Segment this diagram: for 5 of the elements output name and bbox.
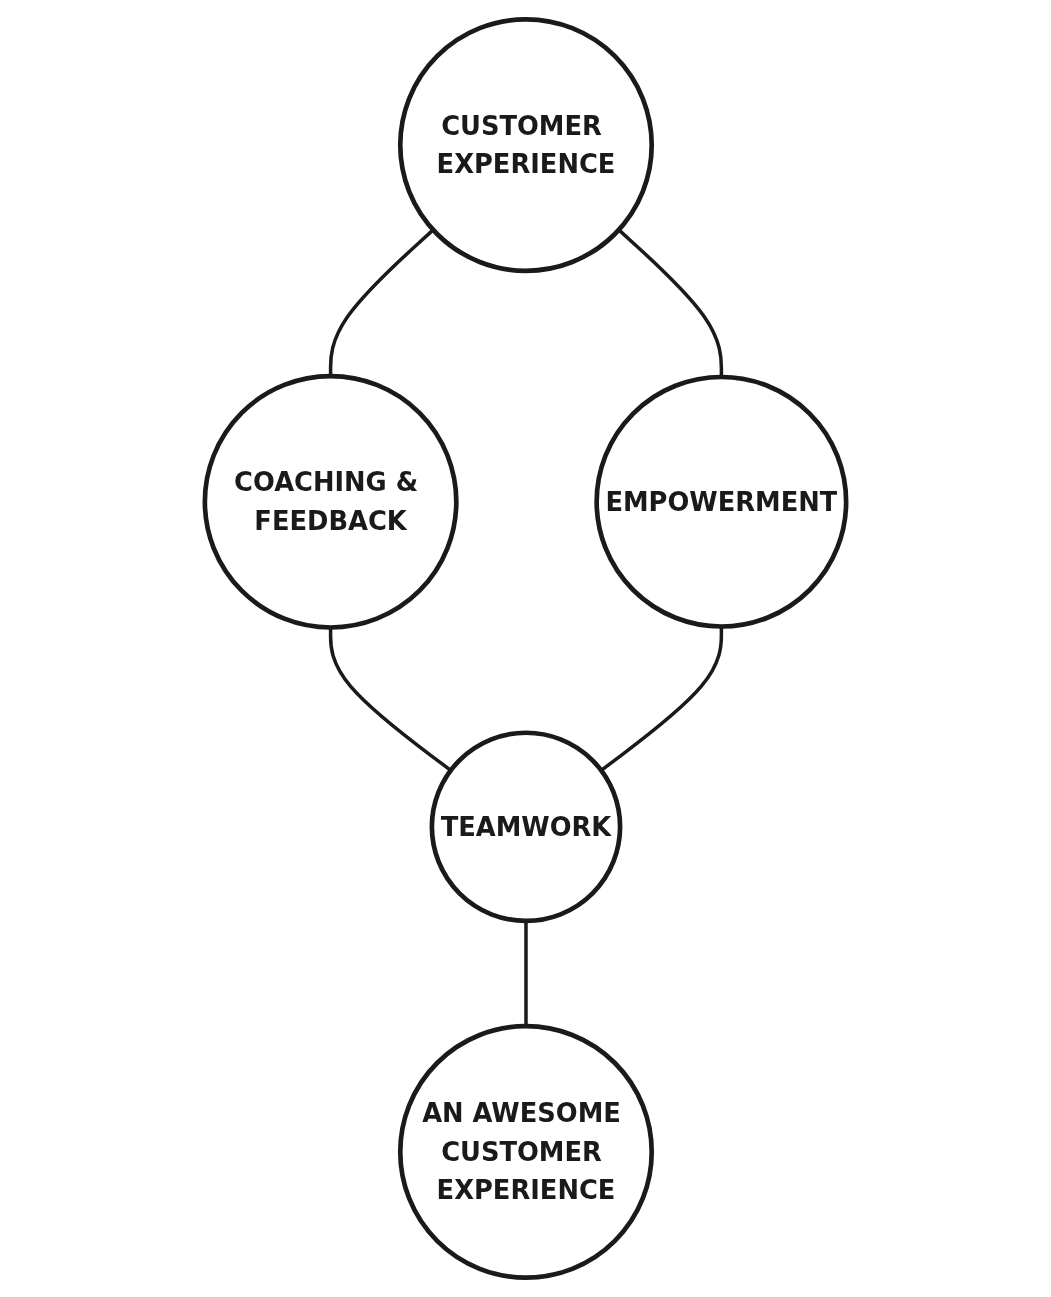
node-circle: AN AWESOME CUSTOMER EXPERIENCE bbox=[397, 1023, 655, 1280]
node-circle: COACHING & FEEDBACK bbox=[202, 373, 459, 630]
node-circle: TEAMWORK bbox=[429, 730, 623, 924]
node-circle: CUSTOMER EXPERIENCE bbox=[397, 17, 655, 274]
node-circle: EMPOWERMENT bbox=[594, 374, 849, 629]
